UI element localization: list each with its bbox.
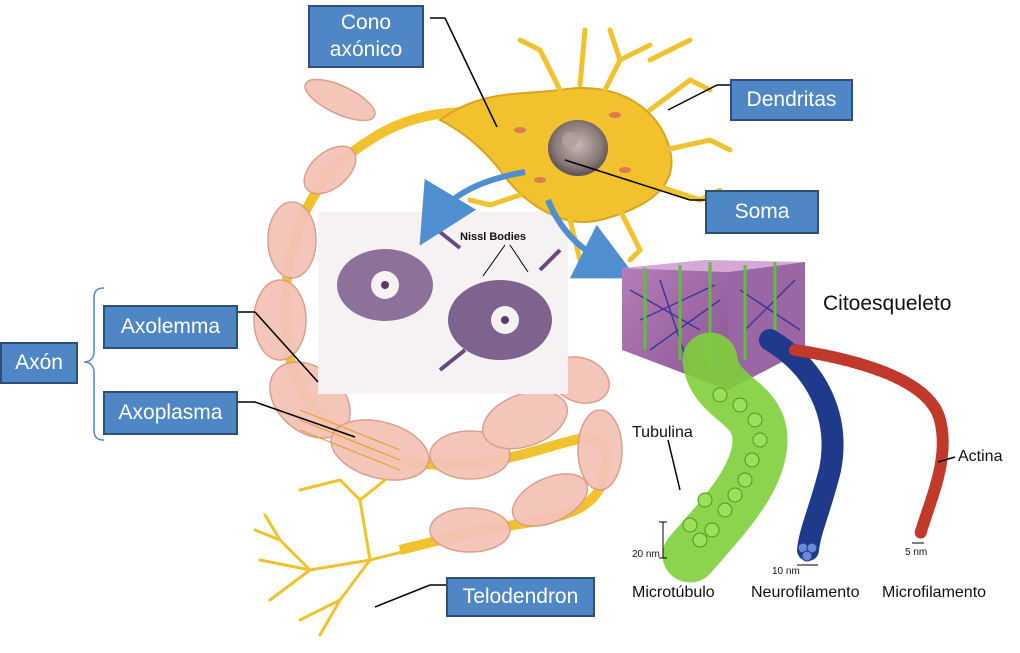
leader-lines xyxy=(237,17,956,608)
axoplasm-lines xyxy=(299,409,401,471)
myelin-sheath xyxy=(253,78,623,553)
microtubulo-label: Microtúbulo xyxy=(632,584,715,601)
citoesqueleto-title: Citoesqueleto xyxy=(823,292,952,315)
scale-5nm: 5 nm xyxy=(905,547,928,558)
arrow-to-micrograph xyxy=(419,169,526,246)
dendritas-label: Dendritas xyxy=(730,79,853,121)
axolemma-label: Axolemma xyxy=(103,305,238,349)
scale-20nm: 20 nm xyxy=(632,549,660,560)
arrow-to-cytoskeleton xyxy=(545,198,637,279)
cono-axonico-label: Cono axónico xyxy=(308,5,424,68)
neuron-body xyxy=(438,27,733,273)
axon-label: Axón xyxy=(0,342,78,384)
microfilamento-label: Microfilamento xyxy=(882,584,987,601)
actina-label: Actina xyxy=(958,448,1003,465)
microtubule-beads xyxy=(682,387,768,548)
tubulina-label: Tubulina xyxy=(632,424,693,441)
cytoskeleton-cube xyxy=(622,260,805,390)
scale-bars xyxy=(659,521,924,566)
axon-brace xyxy=(83,287,105,441)
telodendron-label: Telodendron xyxy=(446,577,595,617)
soma-label: Soma xyxy=(705,190,819,234)
nissl-micrograph xyxy=(318,212,568,394)
nissl-bodies-caption: Nissl Bodies xyxy=(460,231,527,243)
neurofilamento-label: Neurofilamento xyxy=(751,584,860,601)
neurofilament-strand xyxy=(759,329,844,561)
telodendron-branches xyxy=(253,478,432,637)
scale-10nm: 10 nm xyxy=(772,566,800,577)
actin-strand xyxy=(789,344,949,541)
axoplasma-label: Axoplasma xyxy=(103,391,238,435)
neurofilament-end xyxy=(797,542,818,562)
